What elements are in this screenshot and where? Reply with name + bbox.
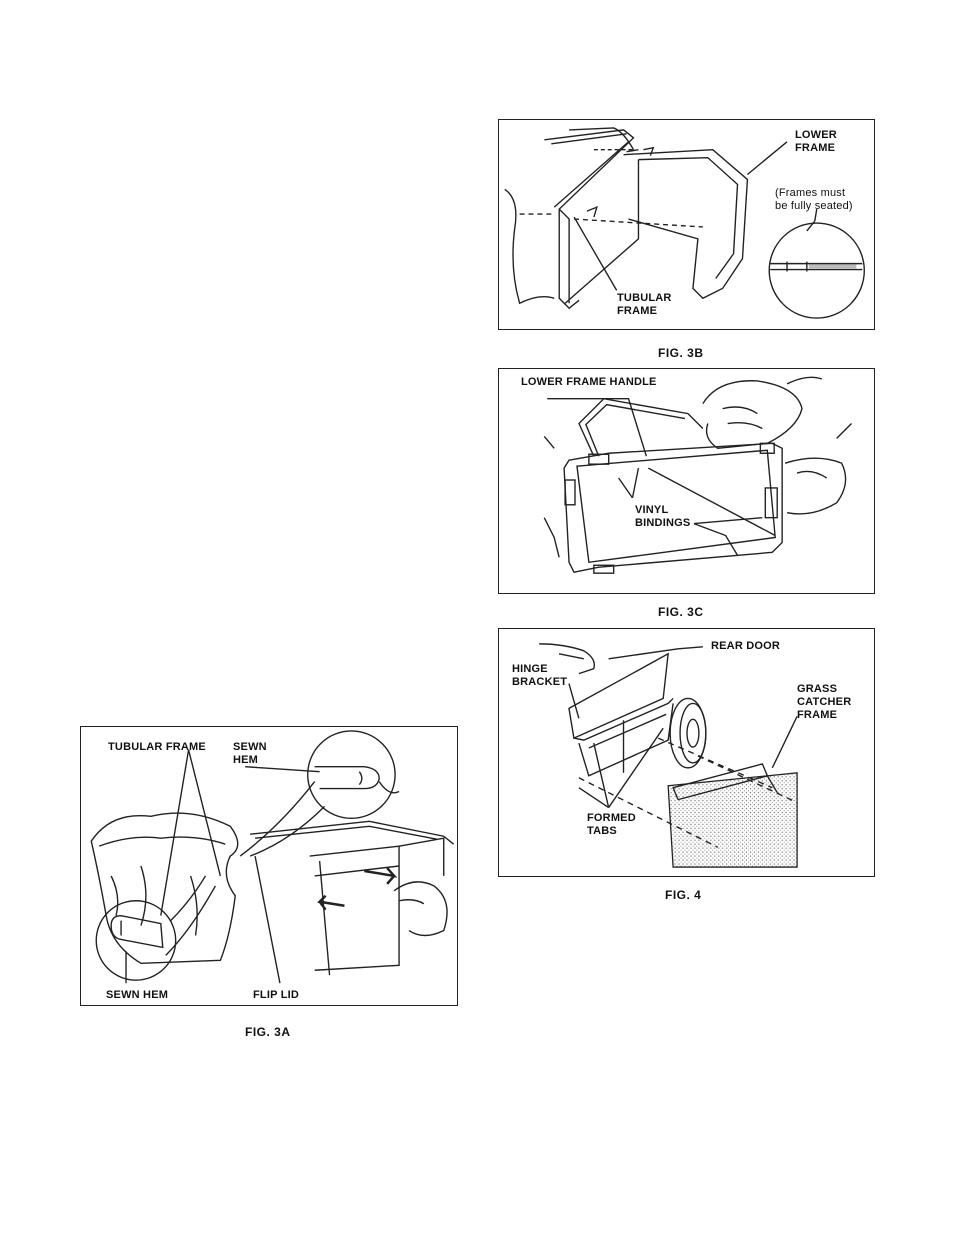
lower-frame-handle-label: LOWER FRAME HANDLE [521,376,657,389]
figure-3c-drawing [499,369,874,593]
rear-door-label: REAR DOOR [711,640,780,653]
figure-4-caption: FIG. 4 [665,888,701,902]
figure-3c-caption: FIG. 3C [658,605,704,619]
figure-3a-drawing [81,727,457,1005]
flip-lid-label: FLIP LID [253,989,299,1002]
sewn-hem-bottom-label: SEWN HEM [106,989,168,1002]
tubular-frame-label-3a: TUBULAR FRAME [108,741,206,754]
figure-3b-caption: FIG. 3B [658,346,704,360]
figure-3a-caption: FIG. 3A [245,1025,291,1039]
